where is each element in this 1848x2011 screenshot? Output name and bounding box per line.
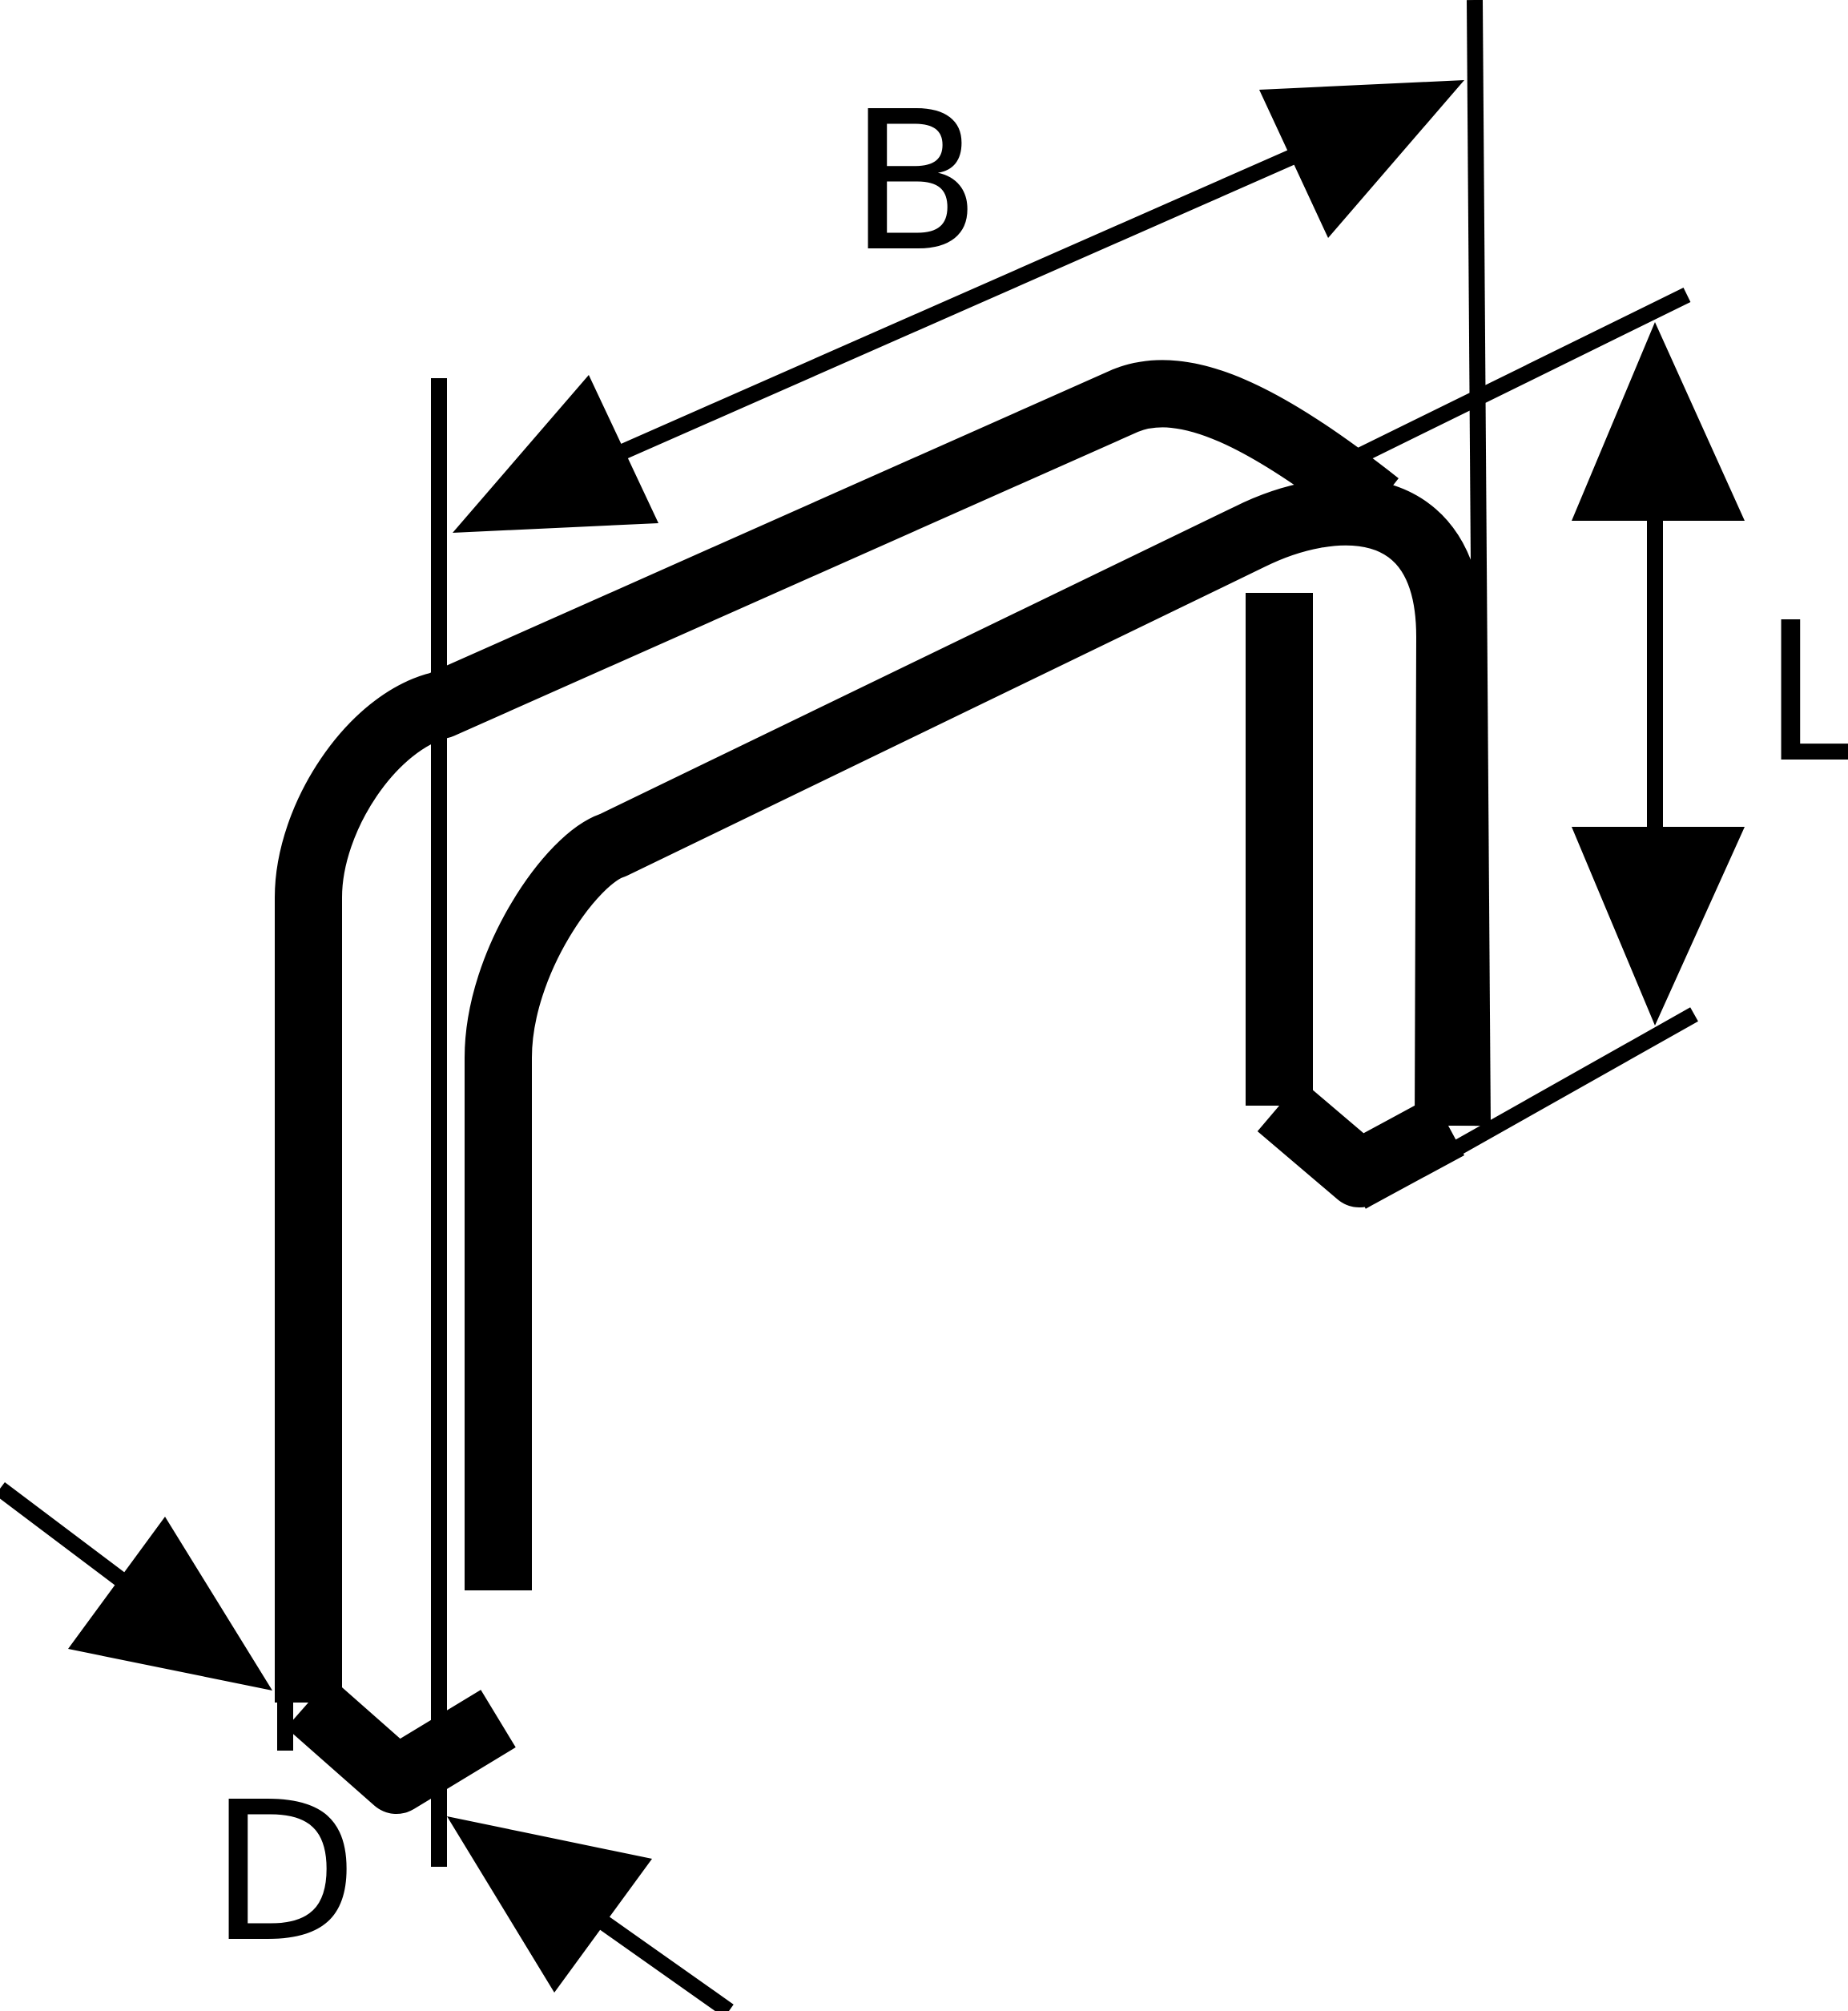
dimension-l [1572, 322, 1745, 1026]
arrowhead-b-left [453, 375, 658, 533]
label-l: L [1762, 581, 1848, 805]
dimension-line-b [617, 148, 1298, 461]
arrowhead-d-lower [447, 1816, 652, 1993]
label-d: D [210, 1760, 358, 1985]
staple-front-wire [465, 478, 1484, 1590]
staple-shape [275, 360, 1484, 1814]
extension-line-l-top [1346, 288, 1691, 468]
extension-line-l-bottom [1358, 1007, 1698, 1209]
arrowhead-l-bottom [1572, 827, 1745, 1026]
dimension-b [453, 80, 1464, 533]
dimension-line-d-upper [0, 1482, 135, 1593]
arrowhead-b-right [1259, 80, 1464, 238]
dimension-line-d-lower [588, 1908, 734, 2011]
arrowhead-d-upper [68, 1517, 272, 1691]
extension-lines [277, 0, 1698, 1867]
arrowhead-l-top [1572, 322, 1745, 521]
dimension-d [0, 1482, 734, 2011]
label-b: B [849, 70, 981, 294]
staple-right-tip [1257, 1079, 1464, 1207]
extension-line-b-right [1467, 0, 1491, 1126]
staple-back-wire [275, 360, 1399, 1703]
staple-left-tip [286, 1677, 516, 1814]
